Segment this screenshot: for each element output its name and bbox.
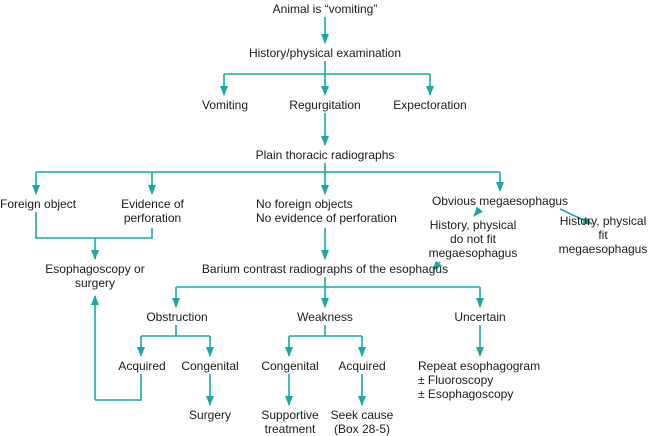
node-foreign-object: Foreign object xyxy=(0,197,77,211)
node-weakness: Weakness xyxy=(297,310,353,324)
arrow-mega-not-fit xyxy=(473,206,483,217)
node-barium-contrast: Barium contrast radiographs of the esoph… xyxy=(201,262,449,276)
node-surgery: Surgery xyxy=(188,408,232,422)
arrow-not-fit-barium xyxy=(432,260,442,271)
node-uncertain: Uncertain xyxy=(454,310,506,324)
node-history-physical: History/physical examination xyxy=(248,46,402,60)
node-no-foreign-objects: No foreign objects No evidence of perfor… xyxy=(256,197,397,225)
node-obvious-megaesophagus: Obvious megaesophagus xyxy=(431,194,569,208)
node-seek-cause: Seek cause (Box 28-5) xyxy=(330,408,394,436)
node-regurgitation: Regurgitation xyxy=(289,98,361,112)
node-esophagoscopy-surgery: Esophagoscopy or surgery xyxy=(45,262,145,290)
node-evidence-perforation: Evidence of perforation xyxy=(121,197,184,225)
node-repeat-esophagogram: Repeat esophagogram ± Fluoroscopy ± Esop… xyxy=(418,359,541,401)
node-vomiting: Vomiting xyxy=(201,98,249,112)
node-root: Animal is “vomiting” xyxy=(272,2,378,16)
node-weakness-acquired: Acquired xyxy=(338,359,386,373)
node-obstruction: Obstruction xyxy=(146,310,208,324)
node-weakness-congenital: Congenital xyxy=(261,359,319,373)
arrow-mega-fit xyxy=(559,208,593,225)
node-supportive-treatment: Supportive treatment xyxy=(261,408,319,436)
node-obstruction-congenital: Congenital xyxy=(181,359,239,373)
node-history-not-fit: History, physical do not fit megaesophag… xyxy=(428,218,518,260)
node-obstruction-acquired: Acquired xyxy=(118,359,166,373)
line-foreign-down xyxy=(35,212,153,239)
node-plain-radiographs: Plain thoracic radiographs xyxy=(255,148,395,162)
node-history-fit: History, physical fit megaesophagus xyxy=(558,214,648,256)
line-acquired-loop xyxy=(95,374,142,401)
node-expectoration: Expectoration xyxy=(393,98,467,112)
